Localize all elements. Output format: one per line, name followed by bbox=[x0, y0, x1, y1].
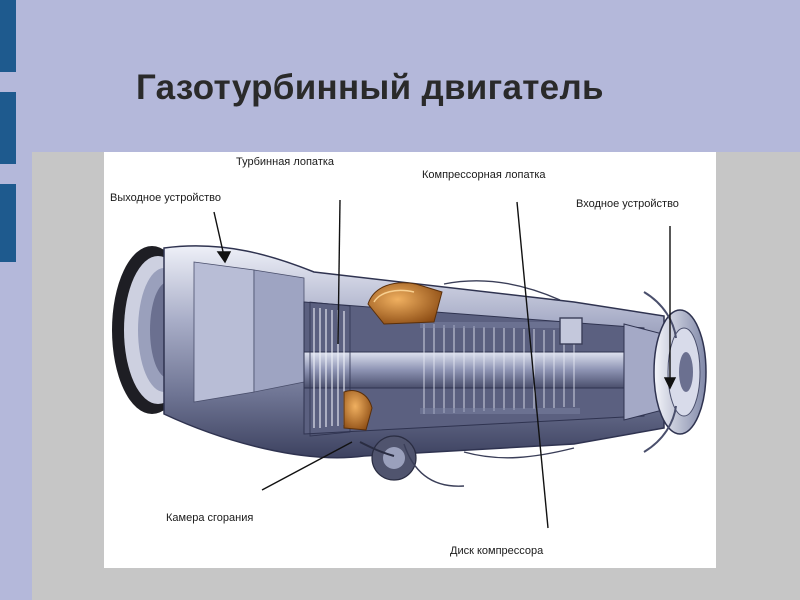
accent-bar bbox=[0, 0, 16, 72]
exhaust-pointer bbox=[213, 211, 225, 257]
slide-title: Газотурбинный двигатель bbox=[136, 68, 604, 107]
turbine-blade-pointer bbox=[337, 199, 341, 345]
label-exhaust: Выходное устройство bbox=[110, 192, 221, 204]
combustion-chamber-pointer bbox=[261, 441, 353, 491]
label-compressor-blade: Компрессорная лопатка bbox=[422, 169, 546, 181]
compressor-blade-pointer bbox=[516, 201, 549, 529]
label-inlet: Входное устройство bbox=[576, 198, 679, 210]
engine-cutaway-illustration bbox=[112, 199, 707, 529]
label-combustion-chamber: Камера сгорания bbox=[166, 512, 254, 524]
accent-bar bbox=[0, 92, 16, 164]
engine-diagram: Турбинная лопатка Компрессорная лопатка … bbox=[104, 152, 716, 568]
label-compressor-disk: Диск компрессора bbox=[450, 545, 544, 557]
intake-illustration bbox=[623, 291, 707, 453]
label-turbine-blade: Турбинная лопатка bbox=[236, 156, 335, 168]
accent-bar bbox=[0, 184, 16, 262]
inlet-pointer-arrowhead bbox=[663, 377, 677, 390]
exhaust-pointer-arrowhead bbox=[216, 251, 232, 264]
